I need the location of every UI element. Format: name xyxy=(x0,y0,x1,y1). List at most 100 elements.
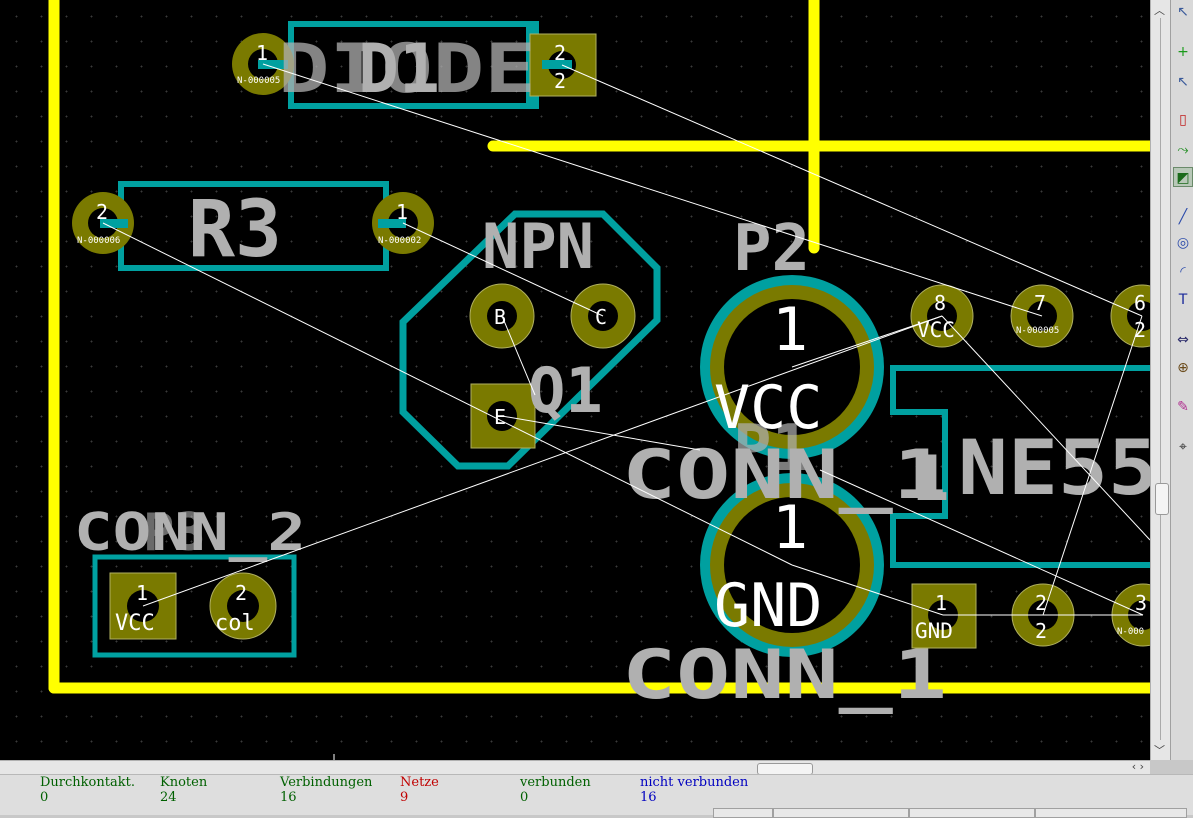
stat-connected-label: verbunden xyxy=(520,775,591,790)
scroll-up-icon[interactable]: ︿ xyxy=(1154,4,1165,17)
p1-pad-num: 1 xyxy=(772,493,808,563)
u1-pad7-num: 7 xyxy=(1034,291,1046,315)
horizontal-scrollbar[interactable]: ‹ › xyxy=(0,760,1150,775)
stat-vias-value: 0 xyxy=(40,790,49,805)
u1-pad6-num: 6 xyxy=(1134,291,1146,315)
d1-ref-text: D1 xyxy=(358,30,440,109)
r3-pad-1[interactable] xyxy=(372,192,434,254)
u1-pad8-num: 8 xyxy=(934,291,946,315)
p3-pad2-net: col xyxy=(215,611,255,636)
p3-pad1-net: VCC xyxy=(115,611,155,636)
add-text-icon[interactable]: T xyxy=(1178,292,1188,308)
d1-pad2-net: 2 xyxy=(554,69,566,93)
board-view[interactable]: DIODE D1 R3 R NPN Q1 P2 CONN_1 P1 CONN_1… xyxy=(0,0,1150,760)
q1-outline xyxy=(399,210,661,470)
r3-pad2-net: N-000006 xyxy=(77,236,120,246)
board-edge xyxy=(48,0,1150,694)
vertical-scrollbar[interactable]: ︿ ﹀ xyxy=(1150,0,1171,760)
ratsnest xyxy=(102,63,1150,616)
add-grid-origin-icon[interactable]: + xyxy=(1177,44,1189,60)
u1-pad3-net: N-000 xyxy=(1117,627,1144,637)
u1-pad7-net: N-000005 xyxy=(1016,326,1059,336)
u1-pad2-net: 2 xyxy=(1035,619,1047,643)
status-zoom-box xyxy=(713,808,773,818)
d1-value-text: DIODE xyxy=(278,30,536,109)
u1-ref-text: 1 xyxy=(912,442,949,515)
p3-ref-text: P3 xyxy=(143,503,206,563)
status-units-box xyxy=(1035,808,1187,818)
d1-pad1-net: N-000005 xyxy=(237,76,280,86)
stat-nets-value: 9 xyxy=(400,790,409,805)
add-line-icon[interactable]: ╱ xyxy=(1178,209,1188,225)
stat-vias: Durchkontakt. 0 xyxy=(40,775,135,805)
u1-pad1-num: 1 xyxy=(935,591,947,615)
stat-unconnected: nicht verbunden 16 xyxy=(640,775,748,805)
status-rel-coord-box xyxy=(909,808,1035,818)
stat-nets: Netze 9 xyxy=(400,775,439,805)
highlight-net-icon[interactable]: ↖ xyxy=(1177,74,1189,90)
scroll-thumb-vertical[interactable] xyxy=(1155,483,1169,515)
add-module-icon[interactable]: ▯ xyxy=(1179,112,1187,128)
u1-pad8-net: VCC xyxy=(917,318,955,342)
d1-pad1-num: 1 xyxy=(256,41,268,65)
q1-ref-text: Q1 xyxy=(528,354,603,427)
select-arrow-icon[interactable]: ↖ xyxy=(1177,4,1189,20)
conn1-bottom-text: CONN_1 xyxy=(622,636,947,715)
r3-pad1-net: N-000002 xyxy=(378,236,421,246)
d1-pad-2[interactable] xyxy=(529,33,597,97)
p1-pad-net: GND xyxy=(714,571,822,641)
npn-value-text: NPN xyxy=(482,210,594,283)
stat-links-value: 16 xyxy=(280,790,297,805)
r3-pad2-num: 2 xyxy=(96,200,108,224)
r3-value-text: R xyxy=(188,185,235,275)
add-track-icon[interactable]: ⤳ xyxy=(1177,142,1189,158)
p3-pad2-num: 2 xyxy=(235,581,247,605)
pcb-canvas[interactable]: DIODE D1 R3 R NPN Q1 P2 CONN_1 P1 CONN_1… xyxy=(0,0,1150,760)
delete-icon[interactable]: ✎ xyxy=(1177,399,1189,415)
q1-pad-c-label: C xyxy=(595,305,607,329)
add-target-icon[interactable]: ⊕ xyxy=(1177,360,1189,376)
u1-outline xyxy=(890,365,1150,568)
stat-connected-value: 0 xyxy=(520,790,529,805)
p2-pad-net: VCC xyxy=(714,373,822,443)
ne555-value-text: NE55 xyxy=(958,423,1150,512)
stat-links-label: Verbindungen xyxy=(280,775,373,790)
status-abs-coord-box xyxy=(773,808,909,818)
p3-outline xyxy=(92,554,297,658)
stat-nodes: Knoten 24 xyxy=(160,775,207,805)
r3-ref-text: R3 xyxy=(188,185,282,275)
q1-pad-e-label: E xyxy=(494,405,506,429)
stat-links: Verbindungen 16 xyxy=(280,775,372,805)
stat-nets-label: Netze xyxy=(400,775,439,790)
scroll-down-icon[interactable]: ﹀ xyxy=(1154,744,1165,757)
add-circle-icon[interactable]: ◎ xyxy=(1176,235,1190,251)
conn1-top-text: CONN_1 xyxy=(622,436,947,515)
stat-connected: verbunden 0 xyxy=(520,775,591,805)
p3-pad-2[interactable] xyxy=(209,572,277,640)
p2-pad-num: 1 xyxy=(772,295,808,365)
r3-pad1-num: 1 xyxy=(396,200,408,224)
p1-ref-text: P1 xyxy=(733,412,810,486)
stat-nodes-label: Knoten xyxy=(160,775,208,790)
u1-pad6-net: 2 xyxy=(1134,318,1146,342)
stat-unconnected-value: 16 xyxy=(640,790,657,805)
d1-pad2-num: 2 xyxy=(554,41,566,65)
u1-pad1-net: GND xyxy=(915,619,953,643)
conn2-value-text: CONN_2 xyxy=(74,503,306,563)
p3-pad1-num: 1 xyxy=(136,581,148,605)
scroll-track[interactable] xyxy=(1160,18,1161,740)
u1-pad2-num: 2 xyxy=(1035,591,1047,615)
u1-pad3-num: 3 xyxy=(1135,591,1147,615)
scroll-left-right-icon[interactable]: ‹ › xyxy=(1131,760,1144,773)
add-dimension-icon[interactable]: ⇔ xyxy=(1177,332,1189,348)
stat-vias-label: Durchkontakt. xyxy=(40,775,135,790)
right-toolbar: ↖ + ↖ ▯ ⤳ ◩ ╱ ◎ ◜ T ⇔ ⊕ ✎ ⌖ xyxy=(1170,0,1193,760)
q1-pad-b-label: B xyxy=(494,305,506,329)
add-arc-icon[interactable]: ◜ xyxy=(1180,264,1186,280)
d1-pad-1[interactable] xyxy=(232,33,294,95)
u1-pad-6[interactable] xyxy=(1110,284,1150,348)
stat-unconnected-label: nicht verbunden xyxy=(640,775,749,790)
p2-ref-text: P2 xyxy=(733,212,810,286)
add-zone-icon[interactable]: ◩ xyxy=(1173,167,1193,187)
set-origin-icon[interactable]: ⌖ xyxy=(1179,439,1187,455)
